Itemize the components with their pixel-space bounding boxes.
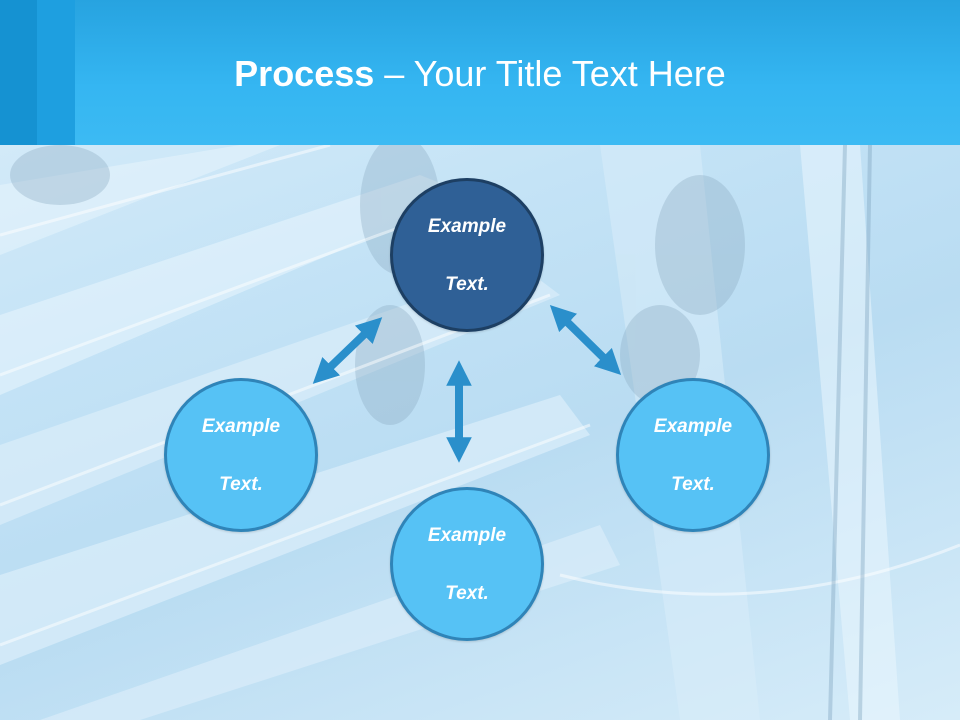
node-text-line2: Text.: [671, 473, 715, 495]
node-text-line1: Example: [653, 415, 733, 437]
node-text-line1: Example: [201, 415, 281, 437]
header-accent-stripe: [0, 0, 37, 145]
node-text-line1: Example: [427, 524, 507, 546]
slide-title: Process – Your Title Text Here: [0, 52, 960, 96]
slide-title-rest: – Your Title Text Here: [374, 53, 726, 94]
node-text-line2: Text.: [445, 273, 489, 295]
node-text-line1: Example: [427, 215, 507, 237]
header-accent-stripe-secondary: [37, 0, 75, 145]
slide-title-bold: Process: [234, 53, 375, 94]
header-band: Process – Your Title Text Here: [0, 0, 960, 145]
node-text-line2: Text.: [445, 582, 489, 604]
node-text-line2: Text.: [219, 473, 263, 495]
